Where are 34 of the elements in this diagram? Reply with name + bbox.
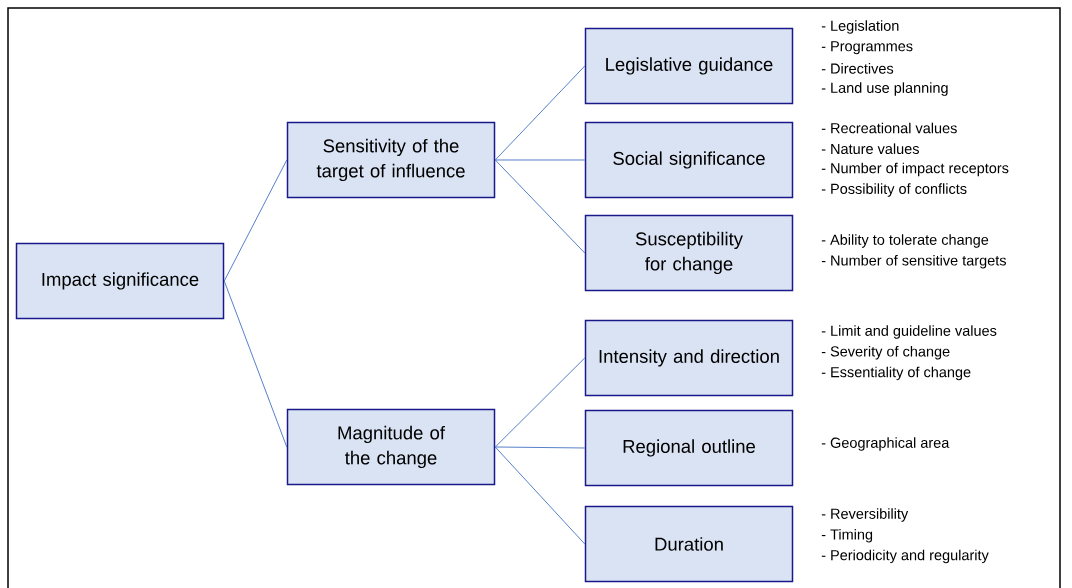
list-item: - Number of sensitive targets <box>821 254 1006 269</box>
process-box: Duration <box>584 505 794 583</box>
list-item: - Legislation <box>821 20 899 34</box>
connector-line <box>494 65 586 161</box>
connector-line <box>494 446 586 449</box>
connector-line <box>494 159 586 254</box>
process-box: Intensity and direction <box>584 319 794 397</box>
list-item: - Directives <box>821 63 894 74</box>
list-item: - Possibility of conflicts <box>821 183 967 197</box>
list-item: - Geographical area <box>821 437 950 451</box>
list-item: - Limit and guideline values <box>821 325 997 339</box>
process-box: Sensitivity of the target of influence <box>286 121 496 199</box>
list-item: - Land use planning <box>821 82 948 96</box>
process-box: Magnitude of the change <box>286 408 496 486</box>
list-item: - Periodicity and regularity <box>821 549 989 564</box>
connector-line <box>494 446 586 545</box>
list-item: - Nature values <box>821 143 919 154</box>
connector-line <box>223 159 288 282</box>
list-item: - Severity of change <box>821 345 950 360</box>
process-box: Social significance <box>584 121 794 199</box>
process-box: Susceptibility for change <box>584 214 794 292</box>
list-item: - Essentiality of change <box>821 366 971 381</box>
list-item: - Ability to tolerate change <box>821 234 989 248</box>
connector-line <box>223 280 288 448</box>
list-item: - Number of impact receptors <box>821 162 1009 177</box>
process-box: Impact significance <box>15 242 225 320</box>
list-item: - Recreational values <box>821 122 957 134</box>
list-item: - Programmes <box>821 41 913 55</box>
process-box: Regional outline <box>584 409 794 487</box>
connector-line <box>494 159 586 161</box>
connector-line <box>494 357 586 448</box>
list-item: - Timing <box>821 528 873 543</box>
process-box: Legislative guidance <box>584 27 794 105</box>
list-item: - Reversibility <box>821 508 909 522</box>
